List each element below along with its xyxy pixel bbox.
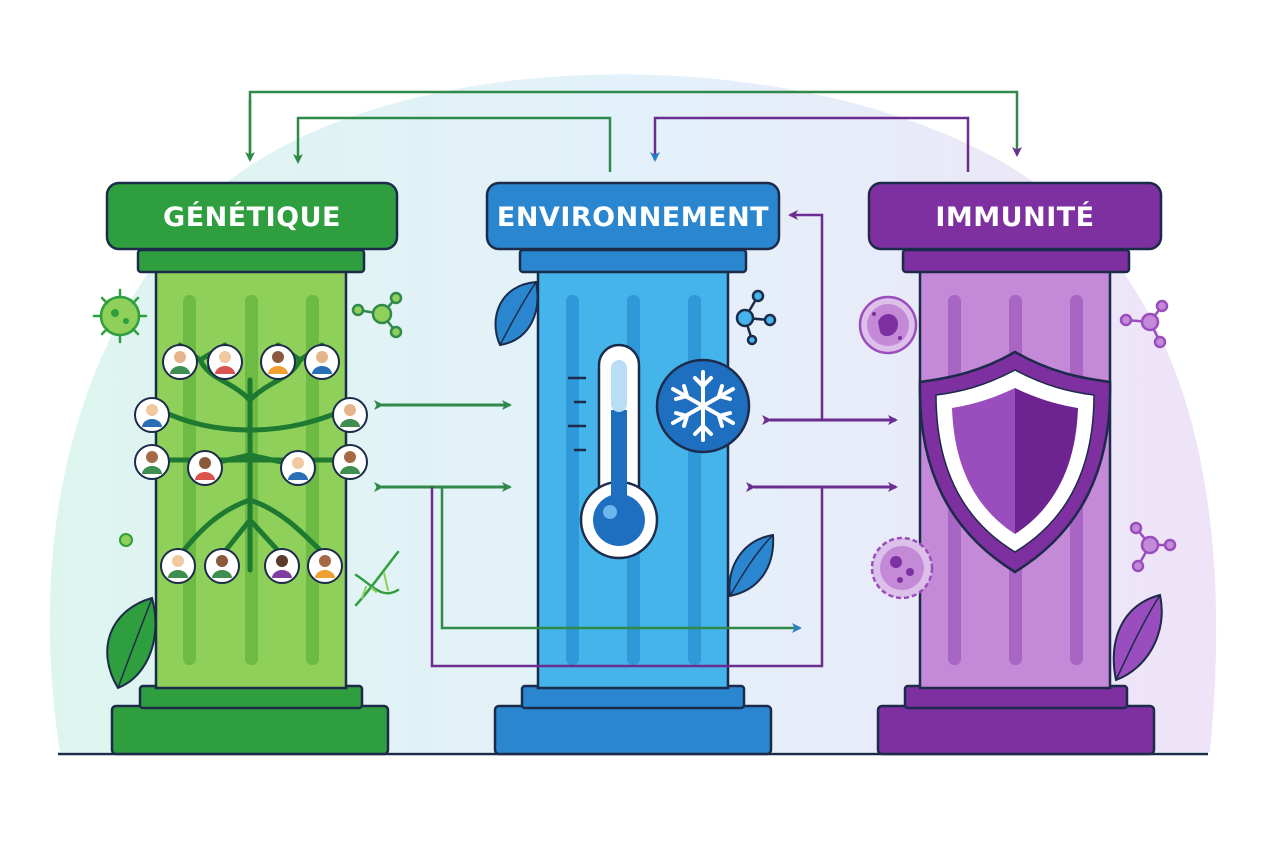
- arrow-loop-bottom-purple: [430, 487, 824, 668]
- molecule-icon: [735, 289, 777, 346]
- thermometer-icon: [568, 343, 659, 560]
- pillar-genetics: GÉNÉTIQUE: [105, 181, 399, 756]
- dna-icon: [354, 550, 400, 607]
- leaf-icon: [1112, 593, 1163, 682]
- arrow-top-green-inner: [293, 116, 612, 172]
- arrow-loop-right: [788, 210, 824, 420]
- top-arrows: [245, 90, 1022, 172]
- arrow-loop-bottom-green: [430, 485, 802, 633]
- leaf-icon: [728, 533, 775, 598]
- molecule-icon: [351, 291, 403, 339]
- pillar-label-environment: ENVIRONNEMENT: [497, 202, 769, 233]
- cell-icon: [858, 295, 918, 355]
- bacteria-icon: [870, 536, 934, 600]
- pillar-label-genetics: GÉNÉTIQUE: [163, 201, 341, 233]
- leaf-icon: [106, 596, 157, 690]
- molecule-icon: [1119, 299, 1169, 349]
- pillar-label-immunity: IMMUNITÉ: [935, 201, 1094, 233]
- family-tree-icon: [134, 342, 368, 584]
- virus-icon: [92, 288, 148, 344]
- pillar-environment: ENVIRONNEMENT: [485, 181, 781, 756]
- dot-decor: [119, 533, 133, 547]
- snowflake-icon: [655, 358, 751, 454]
- leaf-icon: [494, 280, 539, 347]
- arrow-top-purple-inner: [650, 116, 970, 172]
- connection-arrows: [374, 210, 898, 668]
- molecule-icon: [1129, 521, 1177, 573]
- shield-icon: [918, 350, 1112, 574]
